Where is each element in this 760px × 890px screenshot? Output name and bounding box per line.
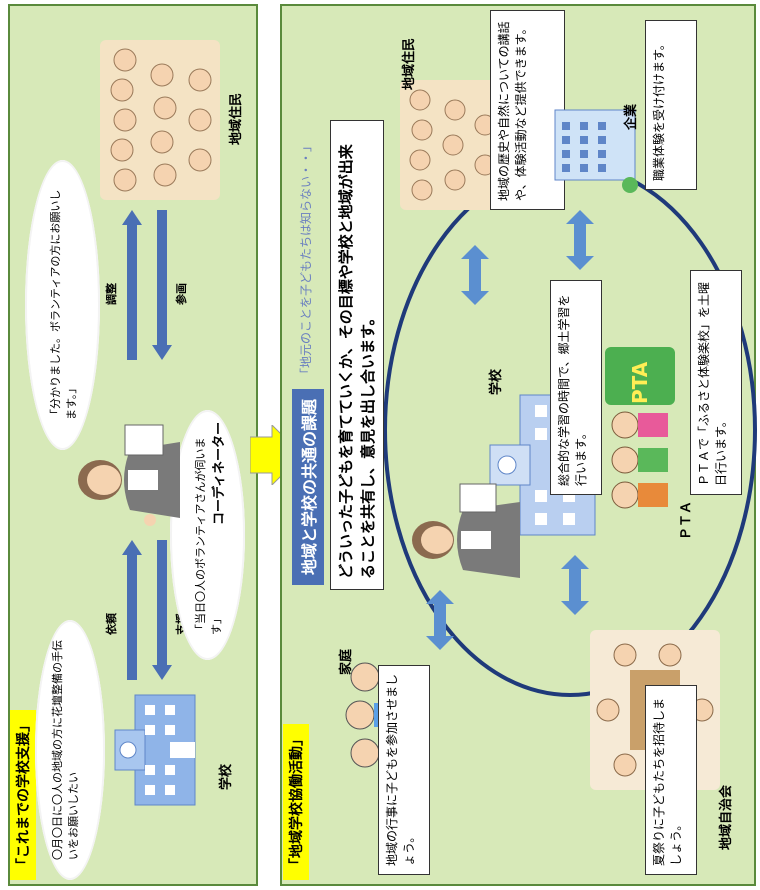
traditional-support-title: 「これまでの学校支援」: [10, 710, 36, 880]
participate-label: 参画: [175, 283, 188, 305]
pta-text-box: ＰＴＡで「ふるさと体験楽校」を土曜日行います。: [690, 270, 742, 495]
council-label: 地域自治会: [719, 784, 734, 850]
school-label: 学校: [219, 763, 234, 790]
coordinator-person-icon: [78, 424, 180, 526]
common-issue-note: 「地元のことを子どもたちは知らない・・」: [299, 139, 313, 380]
community-activity-title: 「地域学校協働活動」: [283, 724, 309, 880]
council-link-arrow: [561, 555, 589, 615]
school-center-label: 学校: [489, 368, 504, 395]
coordinator-label: コーディネーター: [212, 421, 227, 525]
residents-crowd-icon: [100, 40, 220, 200]
residents-label: 地域住民: [229, 92, 244, 145]
participate-arrow: [152, 210, 172, 360]
residents-link-arrow: [461, 245, 489, 305]
company-link-arrow: [566, 210, 594, 270]
company-label: 企業: [624, 103, 639, 130]
family-text-box: 地域の行事に子どもを参加させましょう。: [378, 665, 430, 875]
request-label: 依頼: [105, 613, 118, 635]
pta-group-icon: [605, 347, 675, 509]
family-link-arrow: [426, 590, 454, 650]
request-bubble-text: 〇月〇日に〇人の地域の方に花壇整備の手伝いをお願いしたい: [51, 640, 80, 860]
support-arrow: [152, 540, 172, 680]
adjust-label: 調整: [105, 283, 118, 305]
family-label: 家庭: [339, 648, 354, 675]
request-arrow: [122, 540, 142, 680]
pta-label: ＰＴＡ: [679, 500, 694, 540]
agree-bubble-text: 「分かりました。ボランティアの方にお願いします。」: [49, 189, 78, 420]
adjust-arrow: [122, 210, 142, 360]
pta-badge: PTA: [628, 361, 652, 404]
residents-bottom-label: 地域住民: [402, 37, 417, 90]
company-text-box: 職業体験を受け付けます。: [645, 20, 697, 190]
council-text-box: 夏祭りに子どもたちを招待しましょう。: [645, 685, 697, 875]
shared-goal-box: どういった子どもを育てていくか、その目標や学校と地域が出来ることを共有し、意見を…: [330, 120, 384, 590]
company-building-icon: [554, 109, 638, 193]
teacher-person-icon: [412, 483, 520, 578]
school-text-box: 総合的な学習の時間で、郷土学習を行います。: [550, 280, 602, 495]
school-building-icon: [114, 694, 196, 806]
common-issue-title: 地域と学校の共通の課題: [292, 388, 324, 585]
residents-crowd-icon-bottom: [400, 80, 500, 210]
